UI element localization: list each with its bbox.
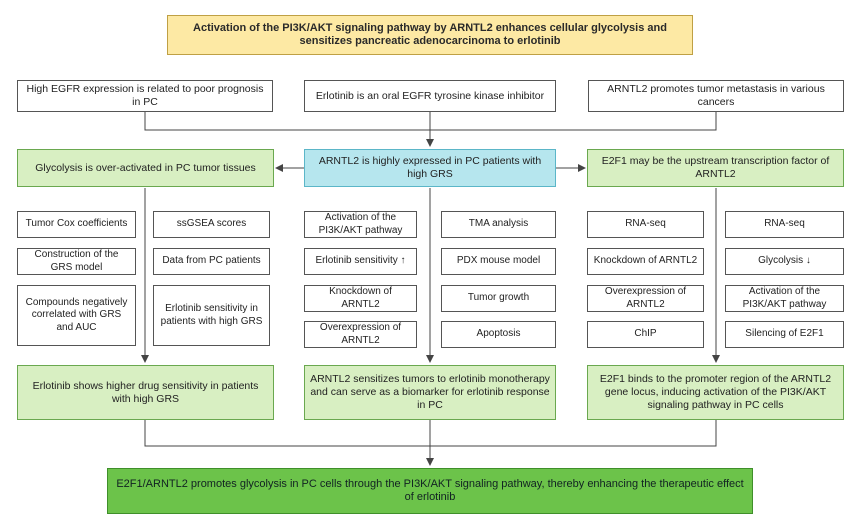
top-right-box: ARNTL2 promotes tumor metastasis in vari… — [588, 80, 844, 112]
left-group-item: Erlotinib sensitivity in patients with h… — [153, 285, 270, 346]
right-group-item: RNA-seq — [587, 211, 704, 238]
right-group-item: ChIP — [587, 321, 704, 348]
final-conclusion-box: E2F1/ARNTL2 promotes glycolysis in PC ce… — [107, 468, 753, 514]
center-group-item: Apoptosis — [441, 321, 556, 348]
center-group-item: PDX mouse model — [441, 248, 556, 275]
diagram-title: Activation of the PI3K/AKT signaling pat… — [167, 15, 693, 55]
top-left-box: High EGFR expression is related to poor … — [17, 80, 273, 112]
left-group-item: Tumor Cox coefficients — [17, 211, 136, 238]
e2f1-box: E2F1 may be the upstream transcription f… — [587, 149, 844, 187]
left-group-item: Data from PC patients — [153, 248, 270, 275]
right-group-item: Overexpression of ARNTL2 — [587, 285, 704, 312]
right-group-item: Activation of the PI3K/AKT pathway — [725, 285, 844, 312]
left-group-item: Compounds negatively correlated with GRS… — [17, 285, 136, 346]
link-top-right — [430, 112, 717, 131]
link-top-left — [144, 112, 430, 131]
right-group-item: RNA-seq — [725, 211, 844, 238]
center-conclusion-box: ARNTL2 sensitizes tumors to erlotinib mo… — [304, 365, 556, 420]
center-group-item: Knockdown of ARNTL2 — [304, 285, 417, 312]
right-group-item: Knockdown of ARNTL2 — [587, 248, 704, 275]
center-group-item: Overexpression of ARNTL2 — [304, 321, 417, 348]
left-group-item: ssGSEA scores — [153, 211, 270, 238]
link-bottom-left — [144, 420, 430, 447]
right-conclusion-box: E2F1 binds to the promoter region of the… — [587, 365, 844, 420]
arntl2-expression-box: ARNTL2 is highly expressed in PC patient… — [304, 149, 556, 187]
top-center-box: Erlotinib is an oral EGFR tyrosine kinas… — [304, 80, 556, 112]
center-group-item: Erlotinib sensitivity ↑ — [304, 248, 417, 275]
right-group-item: Silencing of E2F1 — [725, 321, 844, 348]
center-group-item: Tumor growth — [441, 285, 556, 312]
left-conclusion-box: Erlotinib shows higher drug sensitivity … — [17, 365, 274, 420]
link-bottom-right — [430, 420, 717, 447]
center-group-item: Activation of the PI3K/AKT pathway — [304, 211, 417, 238]
glycolysis-box: Glycolysis is over-activated in PC tumor… — [17, 149, 274, 187]
center-group-item: TMA analysis — [441, 211, 556, 238]
left-group-item: Construction of the GRS model — [17, 248, 136, 275]
right-group-item: Glycolysis ↓ — [725, 248, 844, 275]
